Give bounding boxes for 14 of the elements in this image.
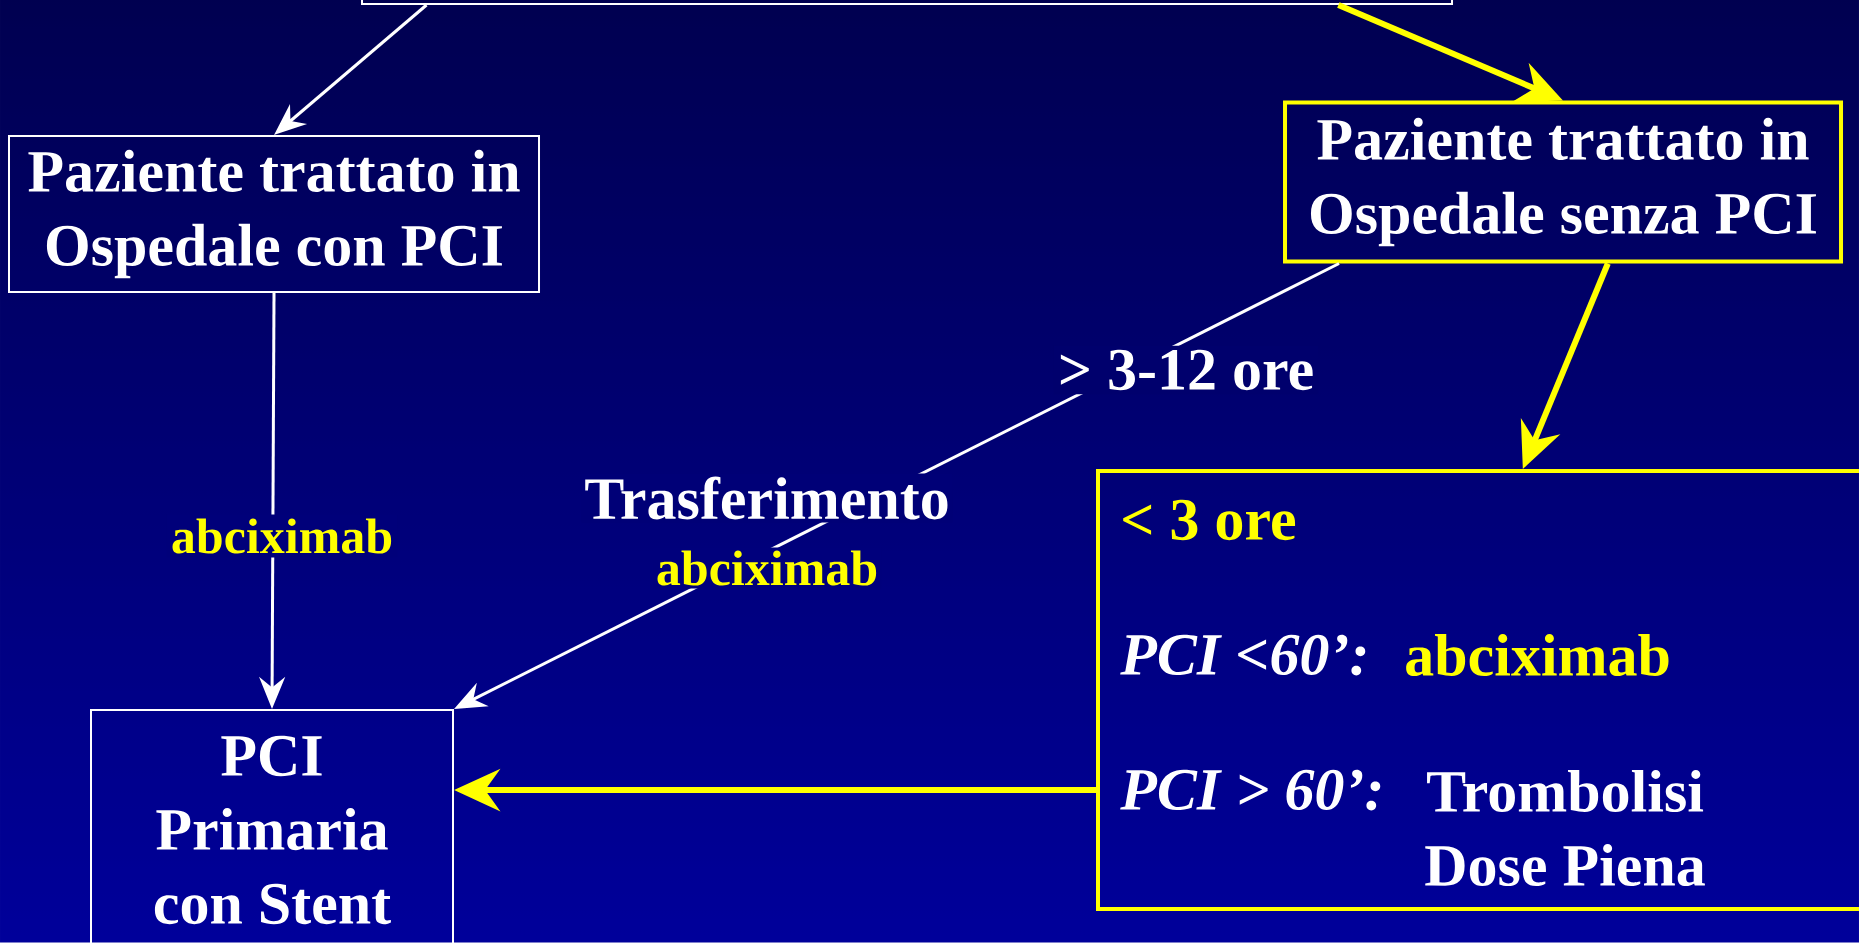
process-box: Paziente trattato in Ospedale senza PCI bbox=[1283, 100, 1843, 264]
box-text: PCI <60’: bbox=[1120, 634, 1366, 676]
note-text: Trasferimento bbox=[581, 473, 953, 523]
box-text: PCI > 60’: bbox=[1120, 769, 1381, 811]
edge-label: abciximab bbox=[166, 514, 398, 558]
flow-box bbox=[361, 0, 1453, 5]
note-text: abciximab bbox=[652, 547, 882, 589]
edge-label: > 3-12 ore bbox=[1053, 345, 1319, 395]
info-box bbox=[1096, 469, 1859, 911]
process-box: Paziente trattato in Ospedale con PCI bbox=[8, 135, 540, 293]
process-box: PCI Primaria con Stent bbox=[90, 709, 454, 943]
box-text: < 3 ore bbox=[1123, 499, 1296, 541]
box-text: abciximab bbox=[1406, 633, 1669, 677]
box-text: Trombolisi Dose Piena bbox=[1425, 769, 1705, 887]
